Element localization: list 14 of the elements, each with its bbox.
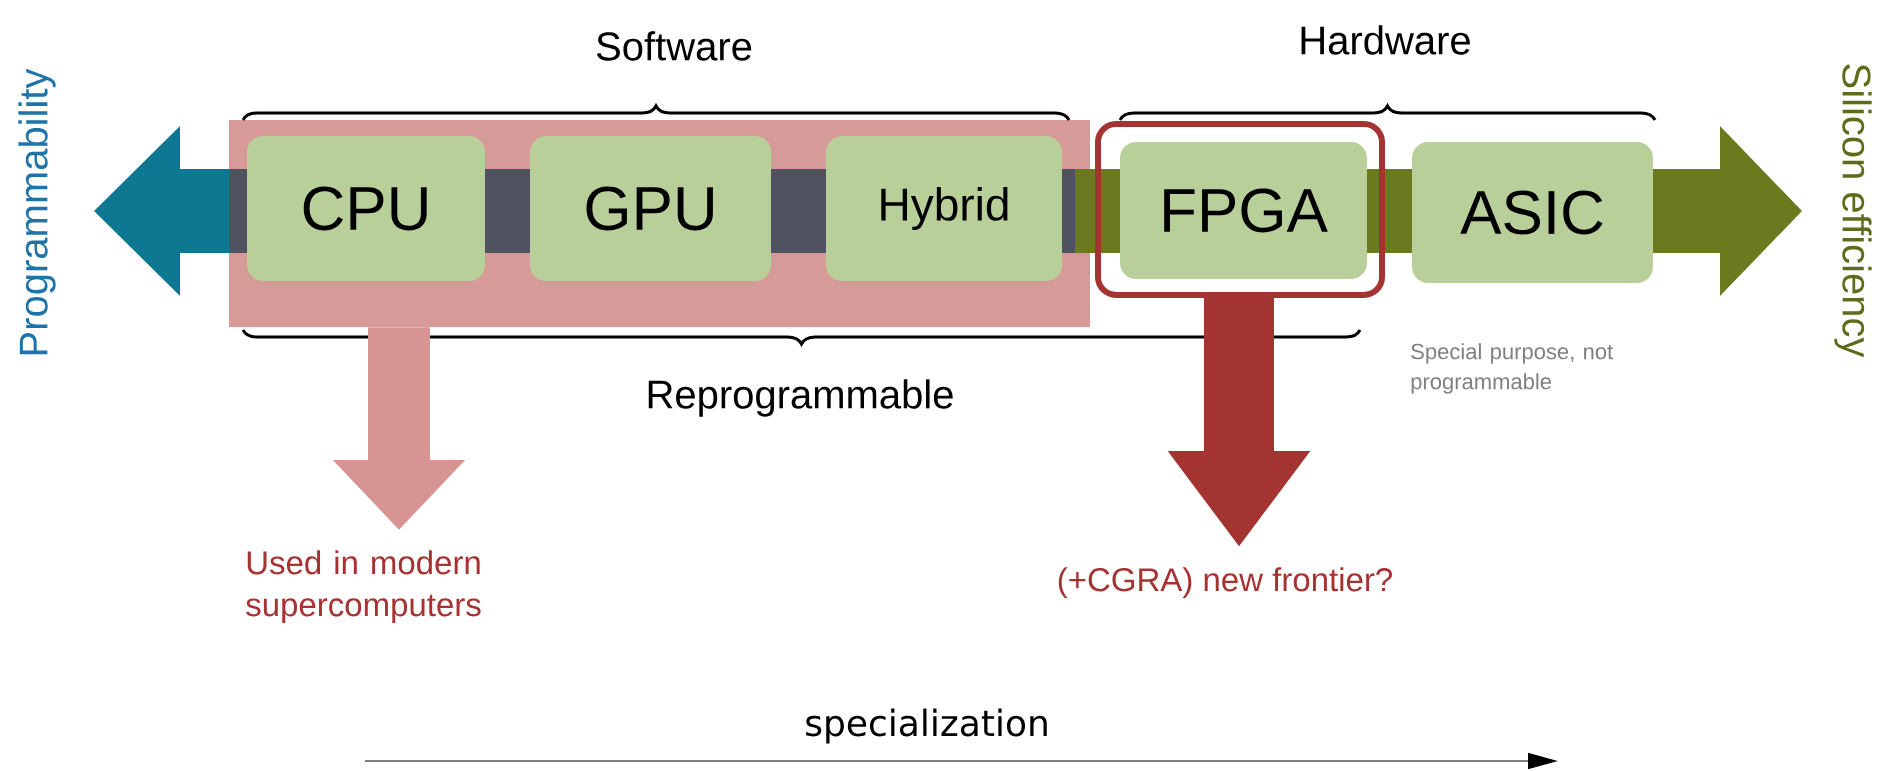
- component-box: ASIC: [1412, 142, 1653, 283]
- callout-text: (+CGRA) new frontier?: [1058, 567, 1392, 598]
- component-box: CPU: [247, 136, 485, 281]
- axis-label: Software: [596, 31, 752, 61]
- component-box: GPU: [530, 136, 771, 281]
- axis-label: Hardware: [1301, 25, 1470, 55]
- axis-label: specialization: [806, 708, 1047, 744]
- axis-label: Programmability: [18, 68, 56, 355]
- axis-label: Reprogrammable: [648, 379, 953, 417]
- note: Special purpose, not programmable: [1411, 343, 1613, 394]
- component-box: FPGA: [1120, 142, 1367, 279]
- component-box: Hybrid: [826, 136, 1062, 281]
- axis-label: Silicon efficiency: [1834, 64, 1872, 358]
- callout-text: Used in modern supercomputers: [246, 550, 481, 623]
